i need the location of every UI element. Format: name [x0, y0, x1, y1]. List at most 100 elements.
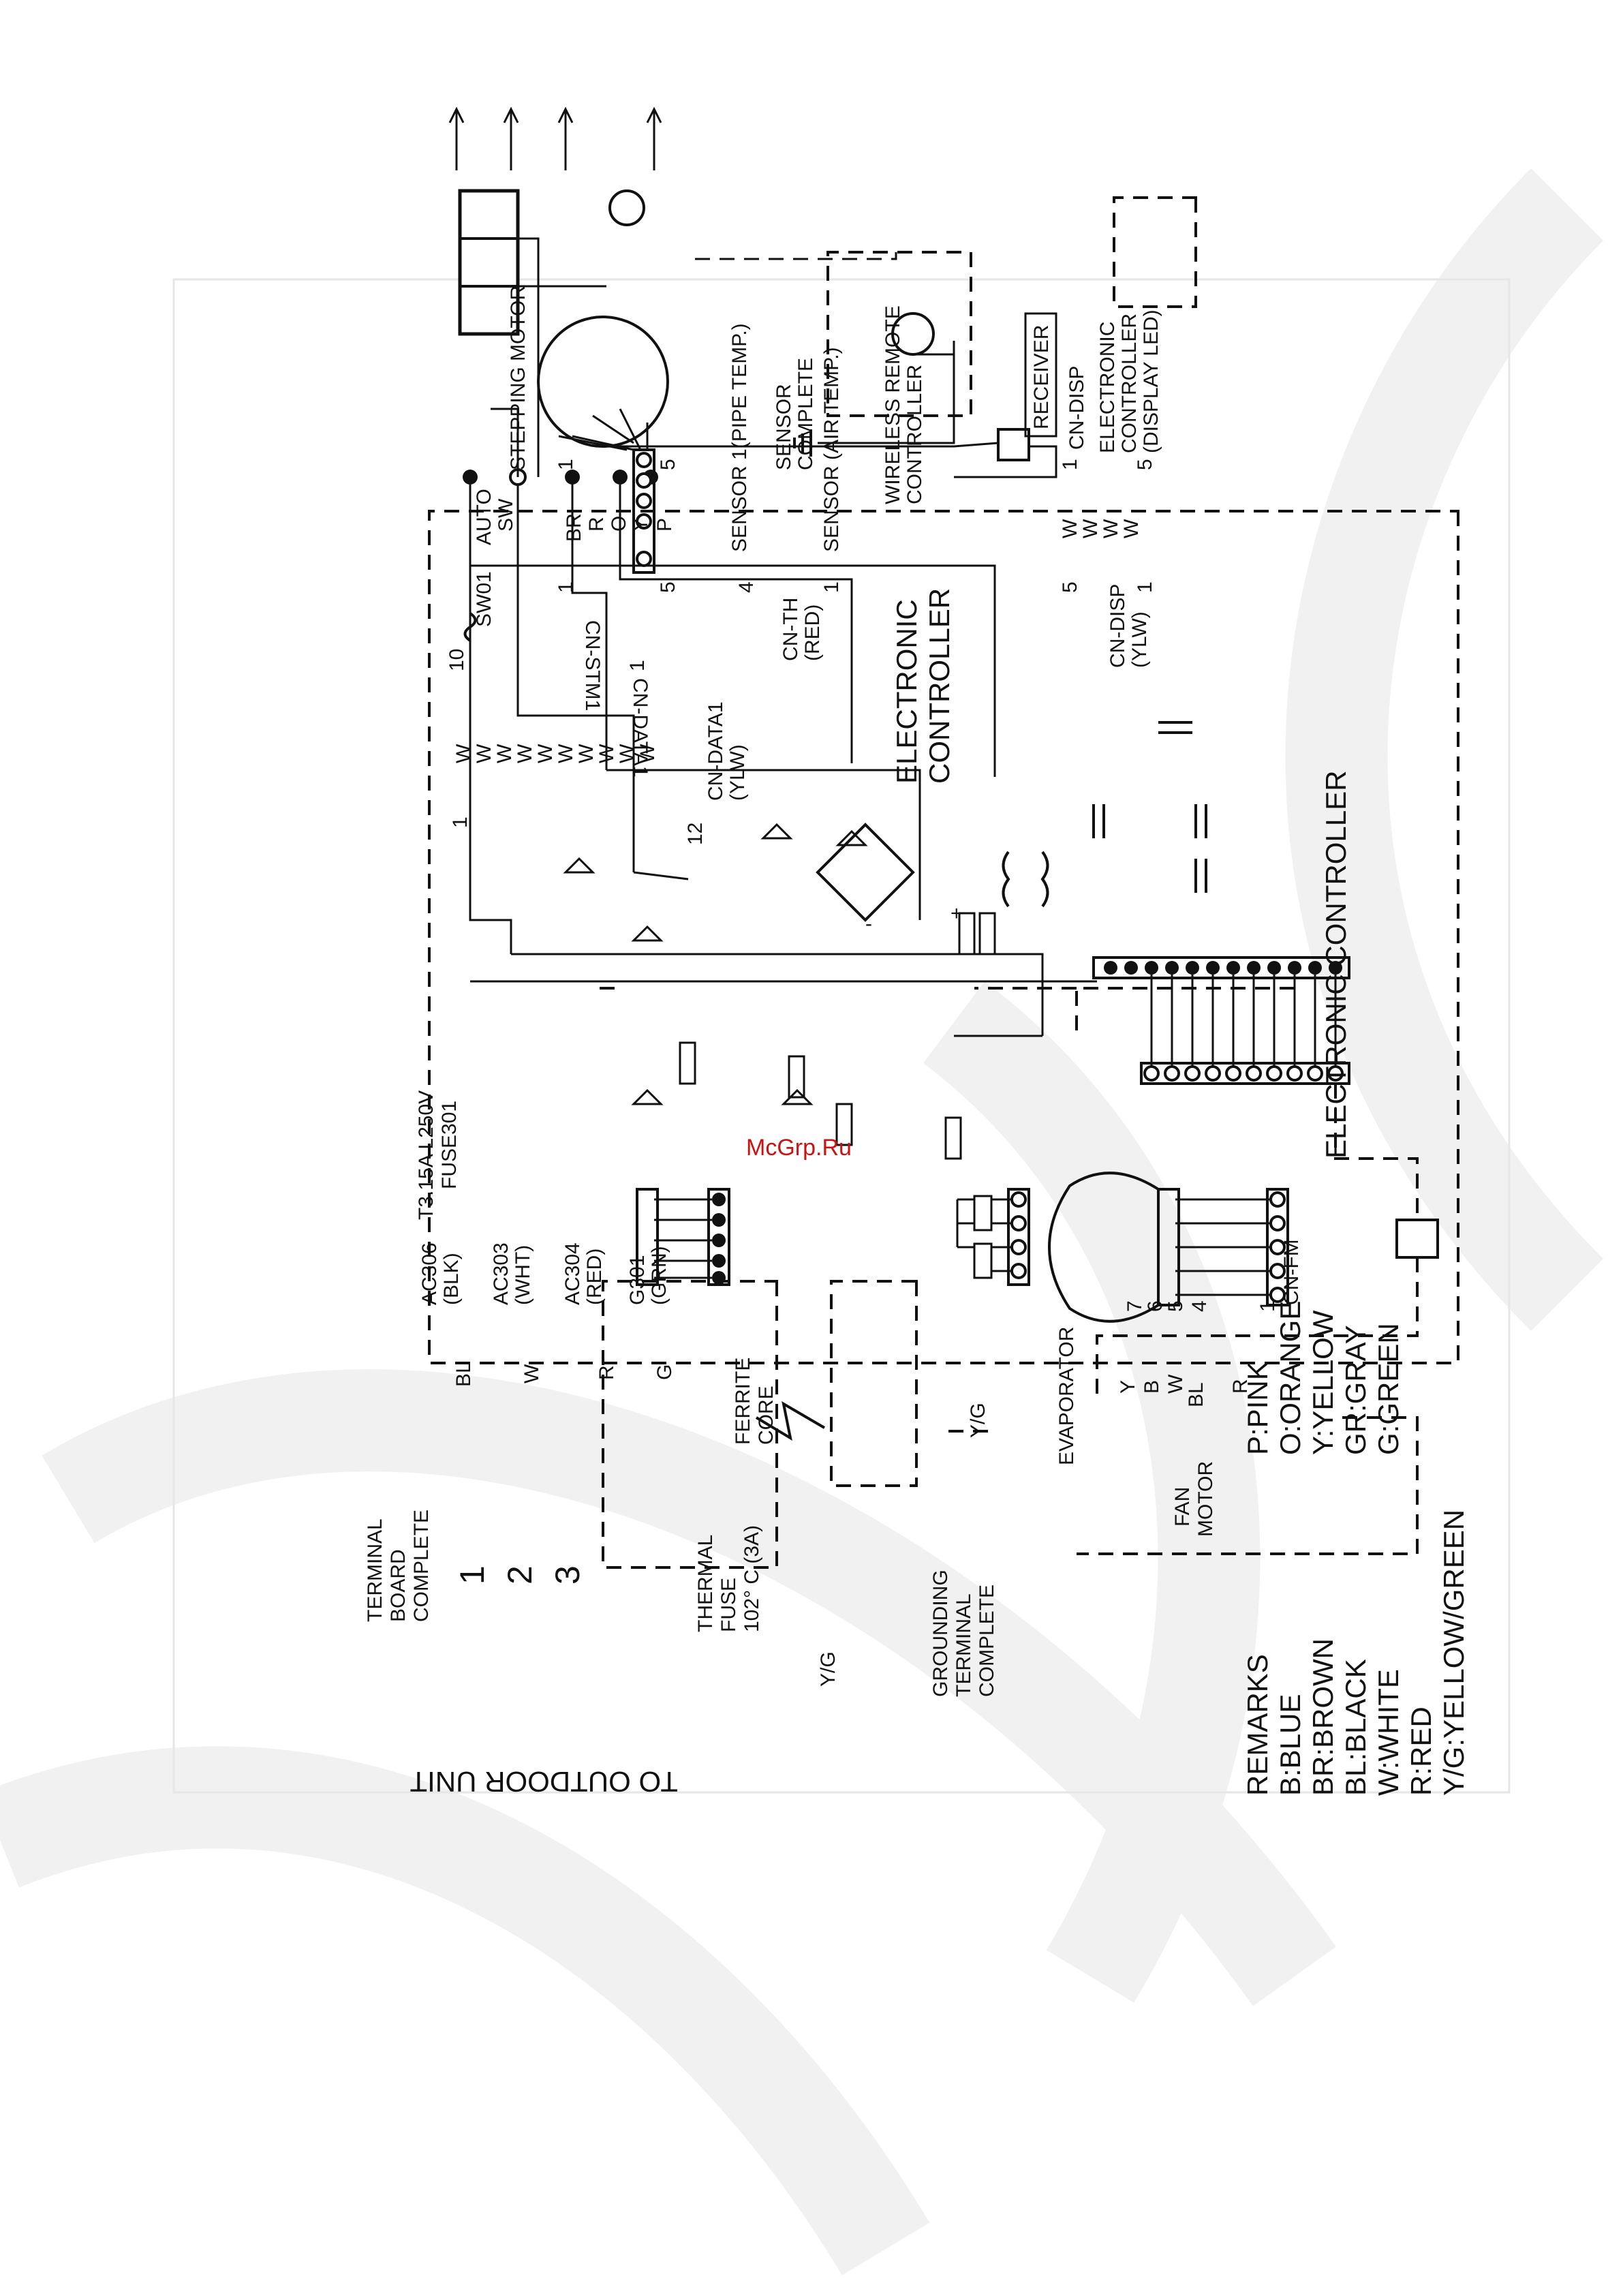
fan-wire-w: W	[1164, 1374, 1187, 1394]
bridge-plus: +	[950, 902, 963, 925]
cn-data1-wire-w3: W	[493, 744, 516, 763]
bg-swirl	[923, 981, 1261, 2003]
auto-sw-label-1: SW	[495, 498, 517, 532]
terminal-board-label: TERMINAL BOARD COMPLETE	[364, 1510, 433, 1622]
wire-w: W	[521, 1364, 543, 1383]
cn-disp-pin-first: 5	[1059, 581, 1081, 593]
grounding-box	[826, 251, 972, 417]
ground-dashed	[695, 252, 897, 260]
stepping-motor-pin-last: 5	[657, 459, 679, 470]
stm1-wire-r: R	[585, 517, 608, 532]
main-controller-box	[428, 510, 1459, 1364]
cn-fm-pin-4: 4	[1188, 1300, 1211, 1312]
ir-signal	[755, 1401, 826, 1441]
cn-stm1-label: CN-STM1	[581, 620, 604, 711]
sw01-label: SW01	[473, 571, 495, 627]
thermal-fuse-symbol	[608, 189, 645, 226]
ferrite-label: FERRITE CORE	[732, 1358, 777, 1445]
thermal-fuse-box	[1113, 196, 1197, 308]
cn-data1-connector	[1140, 1062, 1350, 1085]
remarks-title: REMARKS	[1241, 1654, 1273, 1796]
cn-data1-wires	[1150, 975, 1337, 1067]
cn-data1-board-connector	[1092, 956, 1350, 979]
mains-wire-labels: BL W R G	[452, 1362, 676, 1387]
cn-stm1-wire-labels: BR R O Y P	[563, 513, 676, 542]
scan-frame	[172, 278, 1511, 1794]
cn-data1-wire-w1: W	[452, 744, 475, 763]
thermal-fuse-label: THERMAL FUSE 102° C (3A)	[694, 1525, 763, 1632]
cn-disp-label-1: (YLW)	[1128, 611, 1151, 668]
bg-swirl	[0, 1746, 930, 2276]
bridge-minus: -	[865, 913, 872, 935]
rotated-schematic	[428, 106, 1459, 1569]
controller-sub-label-0: ELECTRONIC	[891, 599, 923, 784]
fan-wire-b: B	[1141, 1380, 1163, 1394]
evaporator-wire-label: Y/G	[967, 1403, 989, 1438]
fan-wire-r: R	[1229, 1379, 1252, 1394]
display-board-connector	[636, 1188, 659, 1286]
remarks-c1-3: W:WHITE	[1372, 1669, 1404, 1796]
disp-wire-w4: W	[1120, 519, 1143, 538]
sensor-complete-label: SENSOR COMPLETE	[773, 358, 817, 470]
fan-motor-label: FAN MOTOR	[1171, 1461, 1217, 1537]
fan-wire-bl: BL	[1185, 1382, 1207, 1407]
cn-data1-conn-pin-first: 10	[446, 649, 468, 671]
wire-g: G	[653, 1364, 676, 1380]
terminal-1: 1	[453, 1565, 491, 1585]
g301-color: (GRN)	[648, 1246, 670, 1305]
ac306-name: AC306	[418, 1242, 441, 1305]
cn-disp-label-0: CN-DISP	[1107, 584, 1129, 668]
cn-data1-wire-w4: W	[514, 744, 536, 763]
ac304-color: (RED)	[583, 1249, 606, 1305]
evap-ground-wire	[831, 341, 955, 444]
cn-fm-label: CN-FM	[1280, 1239, 1303, 1305]
cn-disp-wires	[654, 1198, 712, 1279]
cn-data1-board-label-0: CN-DATA1	[705, 701, 727, 801]
cn-data1-conn-pin-last: 1	[626, 660, 649, 671]
cn-disp-pin-last: 1	[1134, 581, 1156, 593]
remarks-c1-0: B:BLUE	[1274, 1694, 1306, 1796]
ground-wire	[620, 442, 1057, 478]
cn-data1-board-pin-first: 1	[449, 816, 472, 828]
cn-fm-pin-7: 7	[1124, 1300, 1146, 1312]
cn-data1-wire-w9: W	[616, 744, 638, 763]
tf-label-2: 102° C (3A)	[741, 1525, 763, 1632]
cn-stm1-pin-last: 5	[657, 581, 679, 593]
ferrite-label-1: CORE	[755, 1386, 777, 1445]
resistors	[679, 912, 996, 1160]
evaporator-label: EVAPORATOR	[1055, 1327, 1078, 1465]
controller-sub-label: ELECTRONIC CONTROLLER	[891, 588, 955, 784]
sensor-elements	[956, 1195, 1012, 1279]
bg-swirl	[1285, 168, 1604, 1331]
sensor-complete-1: COMPLETE	[794, 358, 817, 470]
ac303-name: AC303	[490, 1242, 512, 1305]
outdoor-unit-title: TO OUTDOOR UNIT	[409, 1766, 678, 1798]
cn-data1-board-label: CN-DATA1 (YLW)	[705, 701, 749, 801]
auto-switch[interactable]	[1395, 1219, 1439, 1259]
receiver-label: RECEIVER	[1030, 325, 1053, 429]
sensor-complete-0: SENSOR	[773, 384, 795, 470]
fan-label-0: FAN	[1171, 1487, 1194, 1527]
terminal-board	[458, 189, 520, 336]
wireless-remote-box	[830, 1280, 918, 1487]
remarks-c2-4: G:GREEN	[1372, 1323, 1404, 1455]
outdoor-arrows	[448, 106, 662, 170]
display-pin-last: 5	[1134, 459, 1156, 470]
gnd-label-1: TERMINAL	[953, 1593, 975, 1697]
cn-fm-pin-6: 6	[1144, 1300, 1166, 1312]
terminal-board-numbers: 1 2 3	[453, 1565, 587, 1585]
display-board-label-2: (DISPLAY LED)	[1140, 309, 1162, 453]
tf-label-1: FUSE	[717, 1578, 740, 1632]
diodes	[563, 823, 868, 1105]
cn-data1-wire-w2: W	[473, 744, 495, 763]
auto-sw-label: AUTO SW	[473, 489, 517, 545]
stepping-motor-pin-first: 1	[555, 459, 577, 470]
remarks-c1-4: R:RED	[1405, 1706, 1437, 1796]
disp-wire-w2: W	[1079, 519, 1102, 538]
disp-wire-w3: W	[1100, 519, 1122, 538]
stm1-wire-o: O	[608, 516, 630, 532]
cn-data1-board-pin-last: 12	[684, 823, 707, 845]
cn-data1-wire-w7: W	[575, 744, 598, 763]
